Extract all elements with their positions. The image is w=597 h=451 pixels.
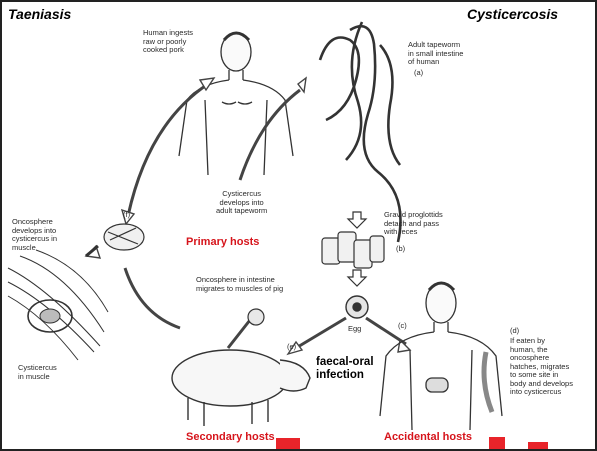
- pig-figure: [172, 350, 310, 426]
- gravid-proglottids-figure: [322, 232, 384, 268]
- caption-adult-tapeworm: Adult tapeworm in small intestine of hum…: [408, 41, 463, 67]
- caption-gravid-proglottids: Gravid proglottids detach and pass with …: [384, 211, 443, 237]
- caption-oncosphere-intestine: Oncosphere in intestine migrates to musc…: [196, 276, 283, 293]
- label-accidental-hosts: Accidental hosts: [384, 431, 472, 443]
- red-highlight-mark: [489, 437, 505, 449]
- label-c: (c): [398, 322, 407, 331]
- label-d: (d): [510, 327, 519, 336]
- egg-figure: [346, 296, 368, 318]
- caption-if-eaten: If eaten by human, the oncosphere hatche…: [510, 337, 573, 397]
- label-f: (f): [123, 211, 130, 220]
- primary-host-human-figure: [179, 33, 293, 175]
- caption-egg: Egg: [348, 325, 361, 334]
- caption-cysticercus-develops: Cysticercus develops into adult tapeworm: [216, 190, 267, 216]
- accidental-host-human-figure: [380, 283, 502, 430]
- label-a: (a): [414, 69, 423, 78]
- label-e: (e): [287, 343, 296, 352]
- red-highlight-mark: [276, 438, 300, 449]
- oncosphere-intestine-figure: [248, 309, 264, 325]
- caption-oncosphere-muscle: Oncosphere develops into cysticercus in …: [12, 218, 57, 252]
- label-b: (b): [396, 245, 405, 254]
- caption-cysticercus-in-muscle: Cysticercus in muscle: [18, 364, 57, 381]
- caption-human-ingests: Human ingests raw or poorly cooked pork: [143, 29, 193, 55]
- heading-cysticercosis: Cysticercosis: [467, 6, 558, 22]
- label-secondary-hosts: Secondary hosts: [186, 431, 275, 443]
- adult-tapeworm-figure: [320, 22, 401, 242]
- cysticercus-in-muscle-figure: [8, 250, 108, 360]
- heading-taeniasis: Taeniasis: [8, 6, 71, 22]
- red-highlight-mark: [528, 442, 548, 449]
- label-faecal-oral-infection: faecal-oral infection: [316, 356, 374, 382]
- label-primary-hosts: Primary hosts: [186, 236, 259, 248]
